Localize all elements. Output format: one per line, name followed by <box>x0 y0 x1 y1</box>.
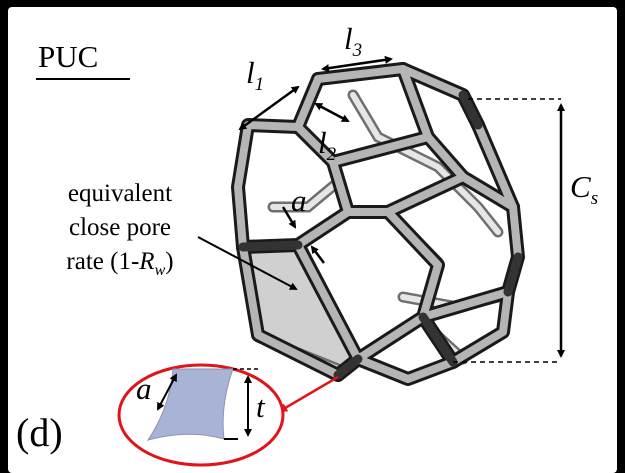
front-struts <box>231 62 525 386</box>
l2-label: l2 <box>318 125 337 166</box>
l1-arrow <box>238 85 300 131</box>
pore-line-2: close pore <box>68 214 172 241</box>
pore-annotation: equivalent close pore rate (1-Rw) <box>26 177 214 288</box>
t-section-label: t <box>256 389 265 424</box>
cs-label: Cs <box>570 169 599 210</box>
l3-label: l3 <box>344 21 363 62</box>
closed-pore-face <box>238 245 358 375</box>
callout-arrow <box>278 375 339 413</box>
a-strut-label: a <box>291 183 307 218</box>
panel-title: PUC <box>38 39 99 74</box>
l3-arrow <box>321 55 393 73</box>
l2-arrow <box>314 102 350 123</box>
section-dims <box>157 368 258 440</box>
figure-panel: PUC l1 l3 l2 Cs a equivalent close pore … <box>8 7 617 473</box>
polyhedron-diagram <box>36 55 565 467</box>
pore-line-3: rate (1-Rw) <box>66 248 174 279</box>
cs-guides <box>453 98 561 363</box>
a-section-label: a <box>136 371 152 406</box>
panel-letter: (d) <box>16 410 63 455</box>
pore-line-1: equivalent <box>67 180 173 207</box>
l1-label: l1 <box>246 55 265 96</box>
pore-pointer <box>197 236 298 290</box>
a-strut-arrow-bottom <box>310 245 325 264</box>
a-strut-arrow-top <box>281 206 297 229</box>
dimension-arrows <box>197 55 565 358</box>
